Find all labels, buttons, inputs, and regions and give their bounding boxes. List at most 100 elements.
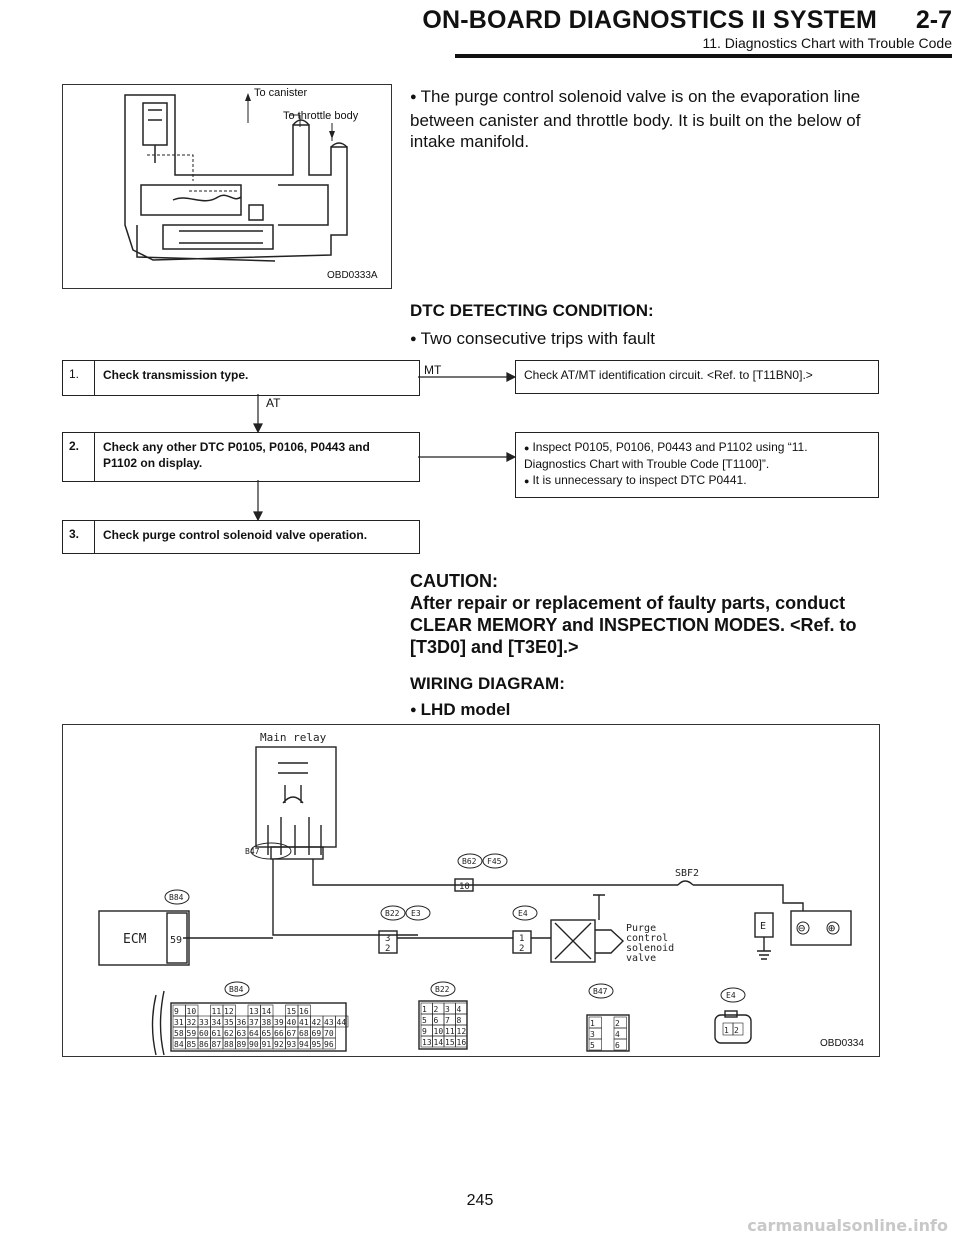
b84-pin-number: 88 (224, 1040, 234, 1049)
b62-pin-10: 10 (459, 882, 470, 892)
caution-text: After repair or replacement of faulty pa… (410, 593, 857, 657)
step-text: Check any other DTC P0105, P0106, P0443 … (103, 440, 370, 470)
b47-pin-number: 3 (590, 1030, 595, 1039)
b22-pin-2: 2 (385, 944, 390, 954)
dtc-item: Two consecutive trips with fault (410, 328, 655, 352)
battery-plus-sign: ⊕ (828, 921, 835, 935)
b22-pin-number: 11 (445, 1027, 455, 1036)
b84-pin-number: 64 (249, 1029, 259, 1038)
step-number: 2. (63, 433, 95, 481)
caution-title: CAUTION: (410, 571, 498, 591)
b47-pin-number: 1 (590, 1019, 595, 1028)
b84-pin-number: 36 (237, 1018, 247, 1027)
wiring-heading: WIRING DIAGRAM: (410, 674, 565, 693)
b84-pin-number: 33 (199, 1018, 209, 1027)
b22-pin-number: 14 (434, 1038, 444, 1047)
page-number: 245 (466, 1192, 494, 1209)
step-text: Check purge control solenoid valve opera… (103, 528, 368, 542)
wiring-model: LHD model (410, 700, 511, 720)
conn-b47-tag: B47 (245, 847, 260, 856)
b84-pin-number: 87 (212, 1040, 222, 1049)
e4-pin-number: 1 (724, 1026, 729, 1035)
mt-label: MT (424, 363, 442, 377)
e4-pin-1: 1 (519, 934, 524, 944)
b84-pin-number: 37 (249, 1018, 259, 1027)
b84-pin-number: 11 (212, 1007, 222, 1016)
b22-pin-3: 3 (385, 934, 390, 944)
purge-label-3: solenoid (626, 943, 674, 954)
purge-label-4: valve (626, 953, 656, 964)
result-item: Inspect P0105, P0106, P0443 and P1102 us… (524, 439, 870, 472)
purge-label-2: control (626, 933, 668, 944)
b22-pin-number: 5 (422, 1016, 427, 1025)
conn-b22-tag: B22 (385, 909, 400, 918)
wiring-figure-id: OBD0334 (820, 1038, 864, 1049)
b84-pin-number: 15 (287, 1007, 297, 1016)
b22-pin-number: 3 (445, 1005, 450, 1014)
b22-pin-number: 10 (434, 1027, 444, 1036)
b22-pin-cell (455, 1035, 468, 1048)
b84-pin-number: 16 (299, 1007, 309, 1016)
wiring-diagram: Main relay ECM 59 SBF2 Purge control sol… (62, 724, 880, 1057)
result-item: It is unnecessary to inspect DTC P0441. (524, 472, 870, 489)
result-text: Check AT/MT identification circuit. <Ref… (524, 368, 813, 382)
b84-pin-number: 12 (224, 1007, 234, 1016)
conn-b62-tag: B62 (462, 857, 477, 866)
conn-e4-tag: E4 (518, 909, 528, 918)
flow-step-1: 1. Check transmission type. (62, 360, 420, 396)
b22-pin-number: 12 (457, 1027, 467, 1036)
page-header-subtitle: 11. Diagnostics Chart with Trouble Code (702, 35, 952, 51)
conn-f45-tag: F45 (487, 857, 502, 866)
b84-pin-number: 42 (312, 1018, 322, 1027)
b22-pin-number: 8 (457, 1016, 462, 1025)
b47-pin-cell (588, 1038, 602, 1051)
watermark: carmanualsonline.info (747, 1216, 948, 1235)
b84-pin-number: 38 (262, 1018, 272, 1027)
figure-id: OBD0333A (327, 270, 378, 281)
purge-label-1: Purge (626, 923, 656, 934)
b84-pin-number: 34 (212, 1018, 222, 1027)
dtc-heading: DTC DETECTING CONDITION: (410, 301, 654, 320)
b22-pin-number: 9 (422, 1027, 427, 1036)
b84-pin-number: 44 (337, 1018, 347, 1027)
sbf2-label: SBF2 (675, 868, 699, 879)
b47-pin-cell (613, 1038, 627, 1051)
b84-pin-number: 94 (299, 1040, 309, 1049)
b84-pin-number: 32 (187, 1018, 197, 1027)
e4-pin-2: 2 (519, 944, 524, 954)
conn-b84-face-tag: B84 (229, 985, 244, 994)
step-text: Check transmission type. (103, 368, 249, 382)
b84-pin-number: 59 (187, 1029, 197, 1038)
intro-text: The purge control solenoid valve is on t… (410, 87, 860, 151)
b22-pin-number: 7 (445, 1016, 450, 1025)
b84-pin-number: 31 (174, 1018, 184, 1027)
b84-pin-number: 41 (299, 1018, 309, 1027)
e4-pin-number: 2 (734, 1026, 739, 1035)
label-to-canister: To canister (254, 87, 308, 99)
step-number: 1. (63, 361, 95, 395)
b84-pin-number: 68 (299, 1029, 309, 1038)
b84-pin-number: 96 (324, 1040, 334, 1049)
ecm-pin-59: 59 (170, 935, 182, 946)
b84-pin-cell (322, 1037, 336, 1050)
b84-pin-number: 84 (174, 1040, 184, 1049)
flow-step-2: 2. Check any other DTC P0105, P0106, P04… (62, 432, 420, 482)
header-rule (455, 54, 952, 58)
flow-step-3: 3. Check purge control solenoid valve op… (62, 520, 420, 554)
ecm-label: ECM (123, 932, 147, 947)
step-number: 3. (63, 521, 95, 553)
battery-minus-sign: ⊖ (798, 921, 805, 935)
solenoid-valve-figure (62, 84, 392, 289)
intro-paragraph: The purge control solenoid valve is on t… (410, 86, 878, 152)
b84-pin-number: 67 (287, 1029, 297, 1038)
b84-pin-number: 66 (274, 1029, 284, 1038)
wiring-drawing: Main relay ECM 59 SBF2 Purge control sol… (98, 731, 852, 1056)
dtc-item-text: Two consecutive trips with fault (410, 329, 655, 348)
conn-e4-face-tag: E4 (726, 991, 736, 1000)
b22-pin-number: 15 (445, 1038, 455, 1047)
b84-pin-number: 61 (212, 1029, 222, 1038)
b22-pin-number: 4 (457, 1005, 462, 1014)
b47-pin-number: 6 (615, 1041, 620, 1050)
ground-label: E (760, 921, 766, 932)
section-number: 2-7 (915, 6, 952, 34)
